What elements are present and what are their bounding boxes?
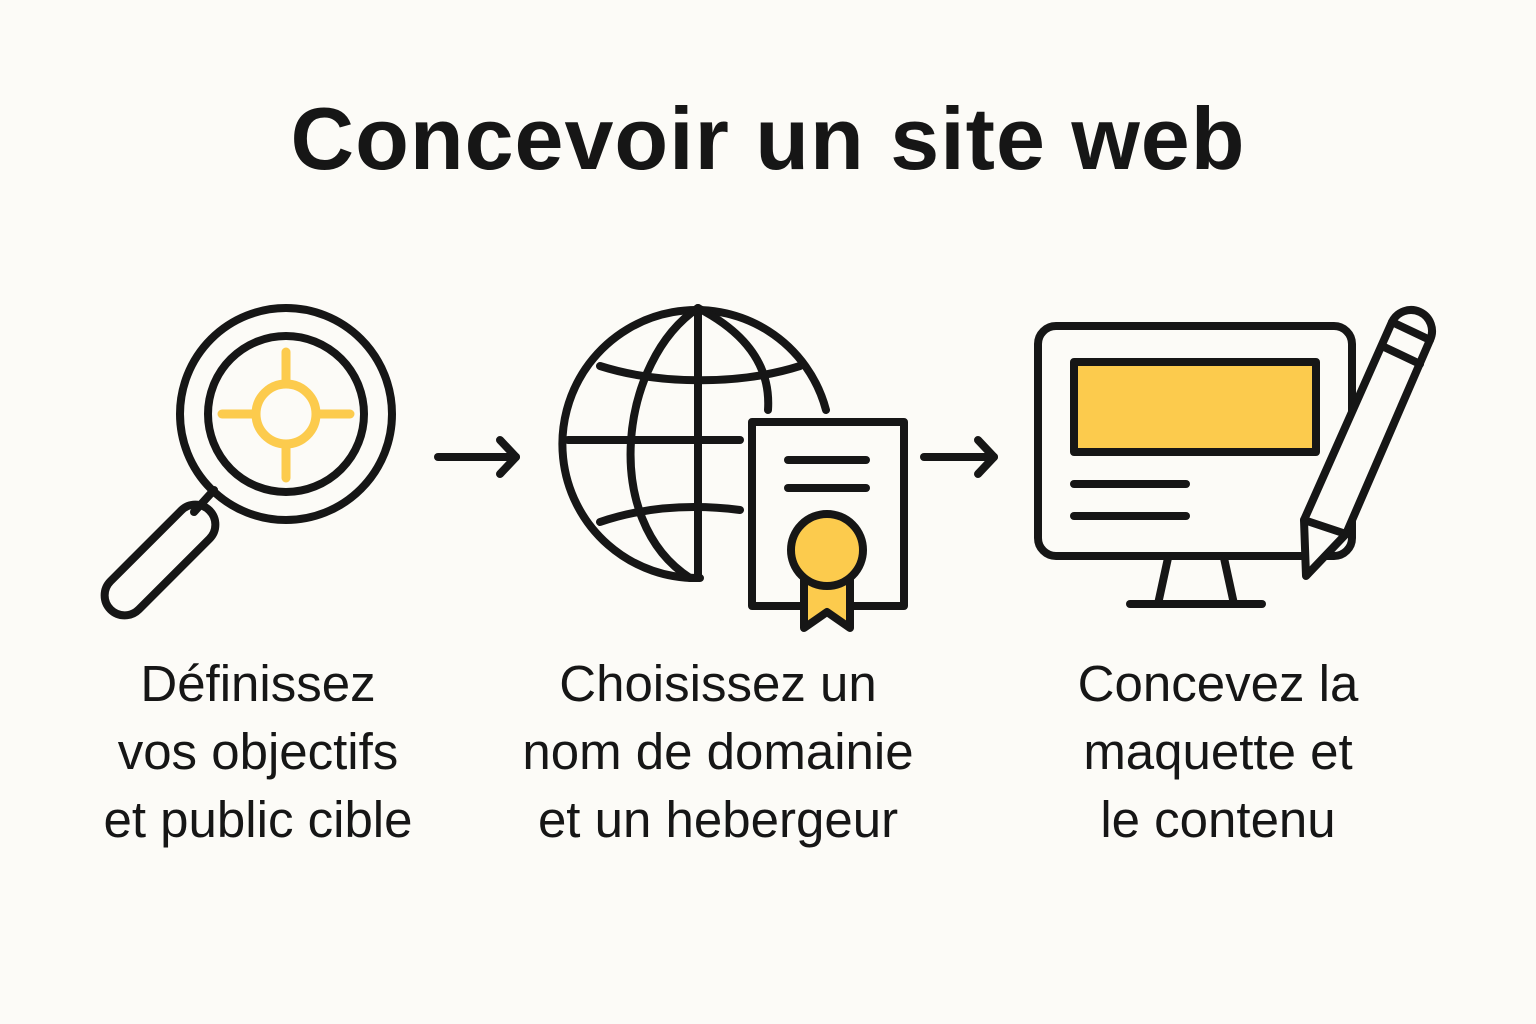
caption-line: nom de domainie — [522, 723, 914, 780]
step-2-caption: Choisissez un nom de domainie et un hebe… — [488, 650, 948, 854]
step-3-caption: Concevez la maquette et le contenu — [988, 650, 1448, 854]
arrow-right-icon — [434, 436, 520, 478]
caption-line: et public cible — [103, 791, 413, 848]
caption-line: Choisissez un — [559, 655, 877, 712]
caption-line: Définissez — [140, 655, 376, 712]
caption-line: maquette et — [1083, 723, 1353, 780]
caption-line: et un hebergeur — [537, 791, 899, 848]
page-title: Concevoir un site web — [290, 89, 1246, 188]
caption-line: vos objectifs — [117, 723, 399, 780]
monitor-pencil-icon — [1034, 306, 1436, 608]
caption-line: le contenu — [1100, 791, 1336, 848]
magnifier-target-icon — [100, 304, 396, 620]
step-1-caption: Définissez vos objectifs et public cible — [28, 650, 488, 854]
arrow-right-icon — [920, 436, 998, 478]
globe-certificate-icon — [558, 304, 908, 632]
caption-line: Concevez la — [1077, 655, 1359, 712]
